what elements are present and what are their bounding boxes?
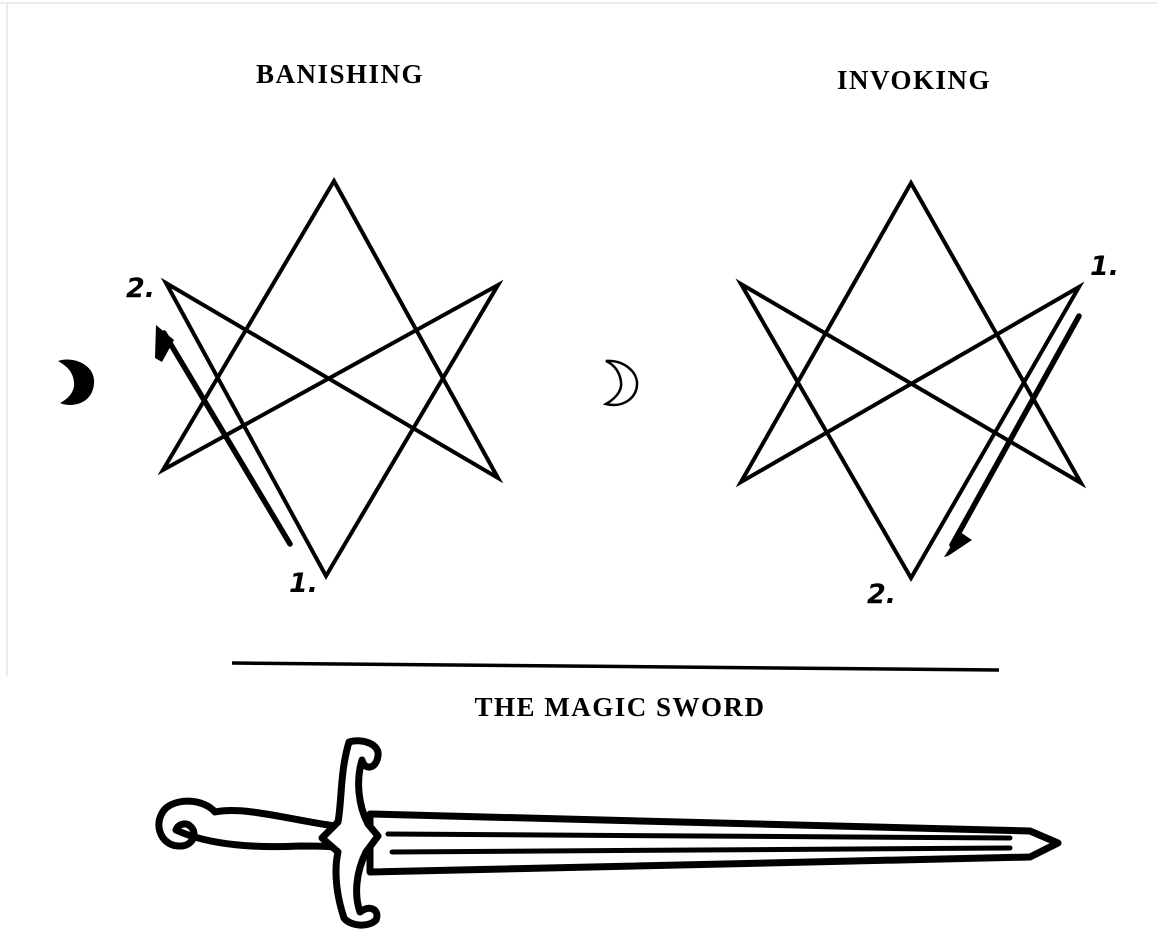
invoking-end-label: 2. bbox=[867, 579, 896, 610]
sword-grip bbox=[159, 801, 340, 848]
invoking-arrowhead bbox=[944, 532, 972, 557]
waxing-crescent-moon-icon bbox=[606, 361, 637, 405]
sword-crossguard bbox=[322, 741, 378, 925]
invoking-section: INVOKING 1. 2. bbox=[606, 65, 1119, 610]
invoking-start-label: 1. bbox=[1090, 251, 1119, 282]
sword-blade bbox=[370, 814, 1058, 872]
banishing-start-label: 1. bbox=[289, 568, 318, 599]
sword-icon bbox=[159, 741, 1058, 925]
banishing-end-label: 2. bbox=[126, 273, 155, 304]
invoking-title: INVOKING bbox=[837, 65, 991, 95]
magic-sword-title: THE MAGIC SWORD bbox=[474, 692, 765, 722]
section-divider bbox=[232, 663, 999, 670]
banishing-title: BANISHING bbox=[256, 59, 424, 89]
banishing-section: BANISHING 2. 1. bbox=[58, 59, 498, 599]
banishing-unicursal-hexagram bbox=[163, 181, 498, 576]
waning-crescent-moon-icon bbox=[58, 360, 94, 405]
invoking-unicursal-hexagram bbox=[741, 183, 1081, 578]
magic-sword-section: THE MAGIC SWORD bbox=[159, 692, 1058, 925]
